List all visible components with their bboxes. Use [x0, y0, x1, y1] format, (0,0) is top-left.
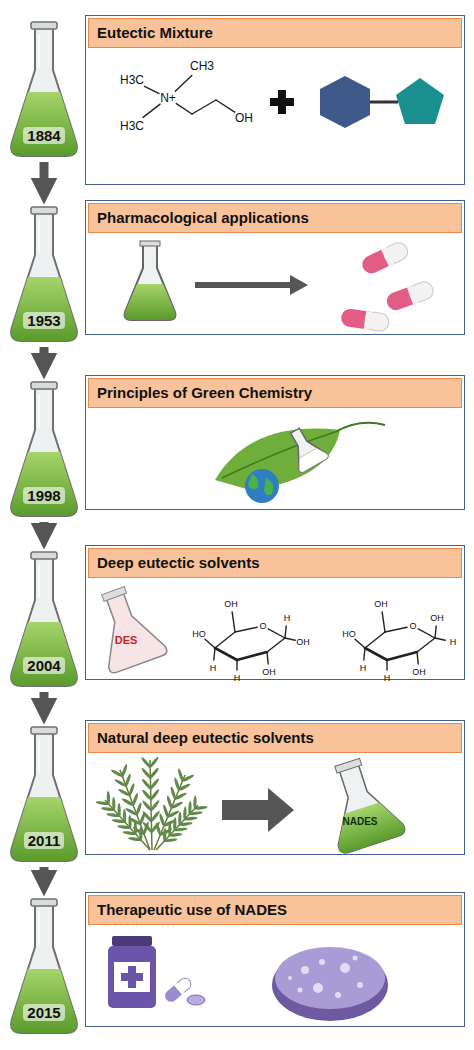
- milestone-panel: Principles of Green Chemistry: [85, 375, 465, 510]
- atom-label: OH: [224, 600, 238, 609]
- green-leaf: [215, 423, 385, 490]
- earth-globe: [245, 469, 279, 503]
- atom-label: H: [234, 674, 241, 683]
- atom-label: H: [210, 664, 217, 673]
- atom-label: H3C: [120, 120, 144, 132]
- atom-label: OH: [430, 614, 444, 623]
- atom-label: N+: [160, 92, 176, 104]
- atom-label: H3C: [120, 74, 144, 86]
- panel-heading: Pharmacological applications: [88, 203, 462, 233]
- milestone-panel: Deep eutectic solvents: [85, 545, 465, 680]
- milestone-panel: Therapeutic use of NADES: [85, 892, 465, 1027]
- medicine-bottle: [108, 936, 156, 1008]
- plus-sign: [270, 90, 294, 114]
- lab-flask: [125, 241, 176, 320]
- timeline-arrow: [40, 162, 49, 191]
- atom-label: H: [384, 674, 391, 683]
- atom-label: HO: [192, 630, 206, 639]
- flask-label: DES: [115, 635, 138, 646]
- process-arrow: [195, 275, 308, 295]
- milestone-panel: Eutectic Mixture: [85, 15, 465, 185]
- ring-molecule: [320, 76, 444, 128]
- nades-flask: [315, 752, 407, 855]
- atom-label: OH: [262, 668, 276, 677]
- atom-label: CH3: [190, 60, 214, 72]
- atom-label: HO: [342, 630, 356, 639]
- des-flask: [84, 580, 168, 674]
- chemical-bonds: [143, 76, 445, 670]
- panel-heading: Principles of Green Chemistry: [88, 378, 462, 408]
- year-flask: 1884: [8, 20, 80, 160]
- rosemary-plant: [96, 756, 208, 850]
- pills: [163, 976, 205, 1005]
- atom-label: H: [450, 638, 457, 647]
- year-flask: 1998: [8, 380, 80, 520]
- process-arrow: [222, 788, 294, 832]
- year-label: 2011: [24, 832, 65, 849]
- year-label: 1998: [23, 487, 64, 504]
- panel-heading: Deep eutectic solvents: [88, 548, 462, 578]
- atom-label: OH: [296, 638, 310, 647]
- panel-heading: Natural deep eutectic solvents: [88, 723, 462, 753]
- atom-label: OH: [374, 600, 388, 609]
- panel-heading: Eutectic Mixture: [88, 18, 462, 48]
- timeline-arrow: [40, 867, 49, 883]
- year-label: 2015: [23, 1004, 64, 1021]
- timeline-arrow: [40, 692, 49, 711]
- flask-label: NADES: [342, 817, 377, 827]
- year-label: 2004: [23, 657, 64, 674]
- atom-label: H: [360, 664, 367, 673]
- milestone-panel: Pharmacological applications: [85, 200, 465, 335]
- year-flask: 2004: [8, 550, 80, 690]
- panel-heading: Therapeutic use of NADES: [88, 895, 462, 925]
- year-label: 1953: [23, 312, 64, 329]
- atom-label: OH: [412, 668, 426, 677]
- atom-label: O: [409, 622, 416, 631]
- small-flask: [281, 423, 329, 474]
- atom-label: H: [284, 614, 291, 623]
- timeline-arrow: [40, 347, 49, 366]
- capsules: [340, 240, 436, 333]
- atom-label: OH: [235, 112, 253, 124]
- year-label: 1884: [23, 127, 64, 144]
- year-flask: 2011: [8, 725, 80, 865]
- year-flask: 2015: [8, 897, 80, 1037]
- year-flask: 1953: [8, 205, 80, 345]
- atom-label: O: [259, 622, 266, 631]
- milestone-panel: Natural deep eutectic solvents: [85, 720, 465, 855]
- timeline-arrow: [40, 522, 49, 536]
- petri-dish: [272, 947, 388, 1021]
